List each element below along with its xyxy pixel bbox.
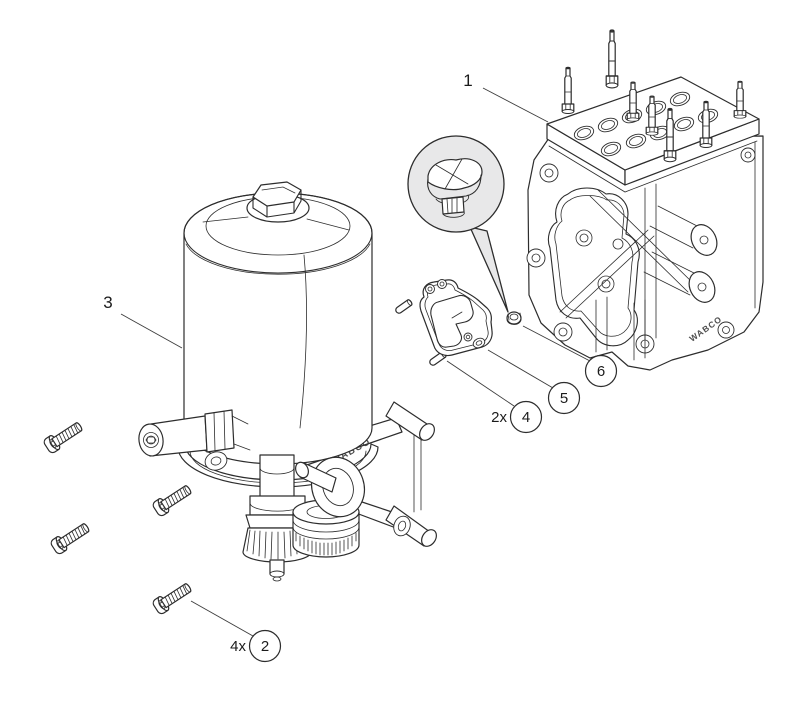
callout-2: 4x 2	[190, 600, 282, 663]
callout-balloon-4	[509, 400, 543, 434]
callout-label-5: 5	[560, 390, 568, 407]
mounting-screw	[48, 519, 93, 556]
desiccant-cartridge	[183, 181, 373, 465]
callout-qty-2: 4x	[230, 638, 246, 655]
air-dryer-assembly: WABCO	[138, 181, 437, 582]
eye-ring	[295, 456, 366, 518]
mounting-screw	[150, 481, 195, 518]
magnifier-pointer	[469, 226, 509, 313]
callout-1: 1	[463, 71, 549, 123]
gasket	[419, 279, 493, 357]
callout-balloon-2	[248, 629, 282, 663]
callout-label-1: 1	[463, 71, 472, 90]
callout-label-4: 4	[522, 409, 530, 426]
callout-balloon-6	[584, 354, 618, 388]
callout-4: 2x 4	[446, 360, 543, 434]
valve-block: WABCO	[526, 29, 764, 371]
callout-5: 5	[487, 349, 581, 415]
callout-6: 6	[522, 325, 618, 388]
detail-magnifier	[407, 135, 509, 313]
callout-3: 3	[103, 293, 183, 349]
mounting-screw	[150, 579, 195, 616]
callout-label-6: 6	[597, 363, 605, 380]
left-port-fitting	[138, 409, 251, 471]
dowel-pin	[393, 298, 414, 316]
collar-nut-magnified	[427, 158, 483, 218]
callout-qty-4: 2x	[491, 409, 507, 426]
callout-balloon-5	[547, 381, 581, 415]
callout-label-2: 2	[261, 638, 269, 655]
callouts: 1 3 4x 2 2x 4 5 6	[103, 71, 618, 663]
collar-nut	[506, 311, 522, 325]
mounting-screw	[41, 418, 86, 455]
callout-label-3: 3	[103, 293, 112, 312]
